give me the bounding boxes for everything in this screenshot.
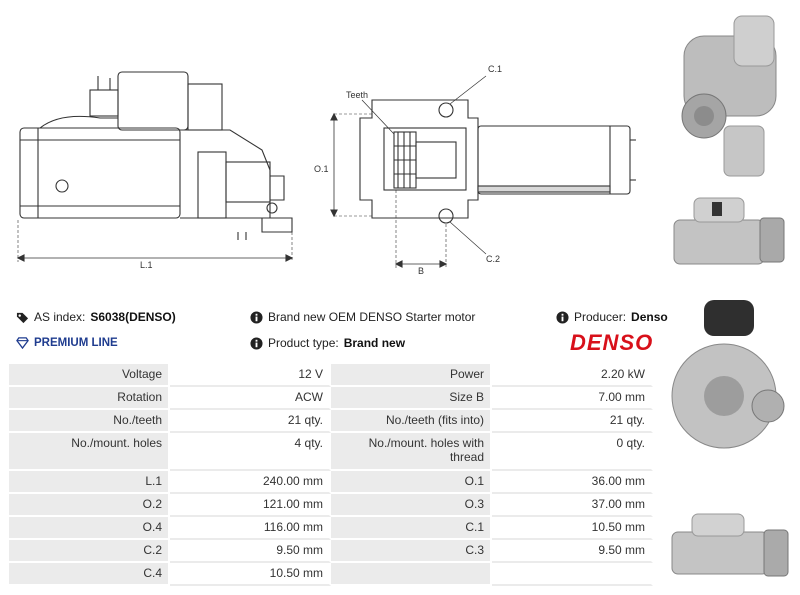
spec-label: L.1 — [9, 471, 170, 494]
spec-value: 7.00 mm — [492, 387, 653, 410]
spec-value: 4 qty. — [170, 433, 331, 471]
spec-label: C.2 — [9, 540, 170, 563]
spec-label: Size B — [331, 387, 492, 410]
as-index: AS index: S6038(DENSO) — [16, 310, 176, 324]
info-icon — [250, 336, 263, 350]
spec-label: O.3 — [331, 494, 492, 517]
teeth-label: Teeth — [346, 90, 368, 100]
product-photo-3[interactable] — [664, 296, 796, 482]
spec-value: 0 qty. — [492, 433, 653, 471]
spec-label: No./mount. holes — [9, 433, 170, 471]
technical-drawing: Teeth C.1 C.2 O.1 B L.1 — [16, 64, 636, 276]
producer: Producer: Denso — [556, 310, 668, 324]
spec-value: 240.00 mm — [170, 471, 331, 494]
c2-label: C.2 — [486, 254, 500, 264]
spec-value: 2.20 kW — [492, 364, 653, 387]
spec-label: No./teeth (fits into) — [331, 410, 492, 433]
spec-label: Rotation — [9, 387, 170, 410]
as-index-value: S6038(DENSO) — [90, 310, 176, 324]
spec-label: O.2 — [9, 494, 170, 517]
product-photo-4[interactable] — [664, 510, 796, 590]
product-type: Product type: Brand new — [250, 336, 405, 350]
spec-label — [331, 563, 492, 586]
spec-label: Power — [331, 364, 492, 387]
spec-value: 12 V — [170, 364, 331, 387]
spec-value: 21 qty. — [170, 410, 331, 433]
product-photo-1[interactable] — [664, 6, 796, 188]
spec-value: 121.00 mm — [170, 494, 331, 517]
spec-label: No./mount. holes with thread — [331, 433, 492, 471]
info-icon — [556, 310, 569, 324]
top-view-drawing — [330, 75, 636, 268]
b-label: B — [418, 266, 424, 276]
spec-label: C.3 — [331, 540, 492, 563]
product-info: AS index: S6038(DENSO) PREMIUM LINE Bran… — [10, 308, 668, 358]
spec-label: No./teeth — [9, 410, 170, 433]
side-view-drawing — [16, 71, 294, 262]
spec-value: 37.00 mm — [492, 494, 653, 517]
denso-logo: DENSO — [570, 330, 654, 355]
premium-line: PREMIUM LINE — [16, 336, 118, 349]
spec-value: 116.00 mm — [170, 517, 331, 540]
o1-label: O.1 — [314, 164, 329, 174]
spec-value: 10.50 mm — [170, 563, 331, 586]
spec-value: 36.00 mm — [492, 471, 653, 494]
info-icon — [250, 310, 263, 324]
product-photos — [660, 0, 800, 595]
spec-value: 9.50 mm — [492, 540, 653, 563]
spec-value: 10.50 mm — [492, 517, 653, 540]
spec-value — [492, 563, 653, 586]
spec-label: O.1 — [331, 471, 492, 494]
c1-label: C.1 — [488, 64, 502, 74]
tags-icon — [16, 312, 29, 323]
spec-label: C.1 — [331, 517, 492, 540]
spec-value: ACW — [170, 387, 331, 410]
description: Brand new OEM DENSO Starter motor — [250, 310, 475, 324]
product-photo-2[interactable] — [664, 190, 796, 286]
diamond-icon — [16, 337, 29, 349]
spec-label: Voltage — [9, 364, 170, 387]
spec-label: O.4 — [9, 517, 170, 540]
l1-label: L.1 — [140, 260, 153, 270]
spec-value: 9.50 mm — [170, 540, 331, 563]
spec-label: C.4 — [9, 563, 170, 586]
spec-value: 21 qty. — [492, 410, 653, 433]
